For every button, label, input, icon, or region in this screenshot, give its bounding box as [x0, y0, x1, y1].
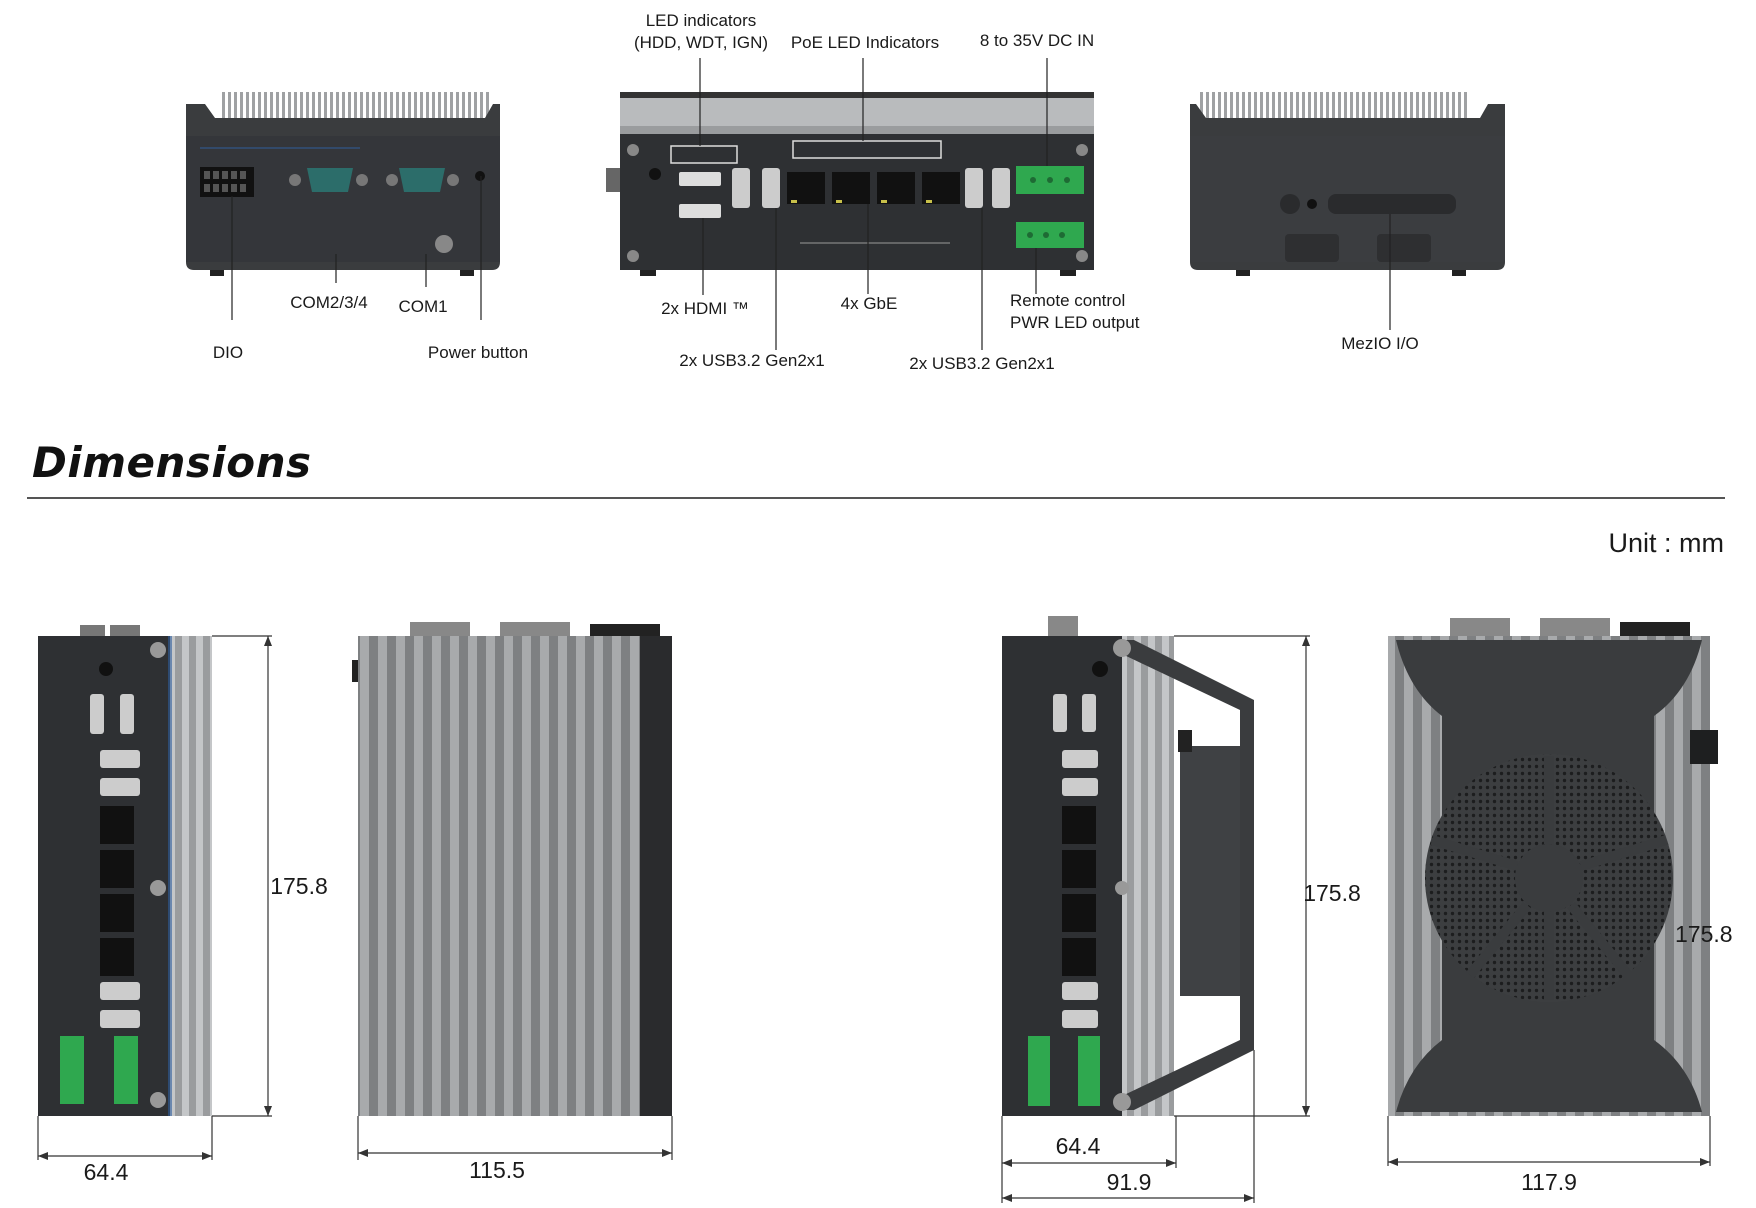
section-divider: [27, 497, 1725, 499]
gbe-port: [922, 172, 960, 204]
callout-lines: [231, 58, 1391, 350]
dimension-view-fan-side: [1388, 618, 1718, 1116]
usb-port: [965, 168, 983, 208]
dim-fan-side-width: 117.9: [1521, 1169, 1577, 1195]
dim-side-width: 115.5: [469, 1157, 525, 1183]
dim-fan-front-outer-width: 91.9: [1106, 1169, 1152, 1195]
dimension-arrows: [38, 636, 1710, 1202]
section-title: Dimensions: [32, 438, 312, 487]
dimension-view-front: [38, 625, 212, 1116]
usb-port: [732, 168, 750, 208]
callout-com234: COM2/3/4: [290, 293, 368, 312]
dimension-view-fan-front: [1002, 616, 1254, 1116]
mezio-connector: [1328, 194, 1456, 214]
dim-fan-front-inner-width: 64.4: [1055, 1133, 1101, 1159]
unit-label: Unit : mm: [1608, 528, 1724, 558]
callout-led-indicators-detail: (HDD, WDT, IGN): [633, 33, 769, 52]
usb-port: [762, 168, 780, 208]
remote-control-terminal: [1016, 222, 1084, 248]
device-mezio-view: [1190, 92, 1505, 276]
hdmi-port: [679, 204, 721, 218]
device-rear-view: [186, 92, 500, 276]
dim-fan-front-height: 175.8: [1303, 880, 1361, 906]
device-front-io-view: [606, 92, 1094, 276]
callout-poe-led: PoE LED Indicators: [790, 33, 940, 52]
dimension-lines: [37, 635, 1711, 1205]
callout-com1: COM1: [398, 297, 448, 316]
com1-port: [399, 168, 445, 192]
callout-usb-left: 2x USB3.2 Gen2x1: [679, 351, 825, 370]
callout-dio: DIO: [212, 343, 244, 362]
dim-front-height: 175.8: [270, 873, 328, 899]
dim-front-width: 64.4: [83, 1159, 129, 1185]
power-button: [475, 171, 485, 181]
usb-port: [992, 168, 1010, 208]
com234-port: [307, 168, 353, 192]
gbe-port: [832, 172, 870, 204]
dimension-view-side: [352, 622, 672, 1116]
callout-hdmi: 2x HDMI ™: [661, 299, 749, 318]
callout-power-button: Power button: [427, 343, 529, 362]
callout-gbe: 4x GbE: [840, 294, 898, 313]
dim-fan-side-height: 175.8: [1675, 921, 1733, 947]
hdmi-port: [679, 172, 721, 186]
callout-led-indicators: LED indicators: [645, 11, 757, 30]
gbe-port: [787, 172, 825, 204]
callout-pwr-led-output: PWR LED output: [1010, 313, 1140, 332]
callout-usb-right: 2x USB3.2 Gen2x1: [909, 354, 1055, 373]
callout-remote-control: Remote control: [1010, 291, 1126, 310]
callout-dc-in: 8 to 35V DC IN: [979, 31, 1095, 50]
callout-mezio: MezIO I/O: [1341, 334, 1419, 353]
gbe-port: [877, 172, 915, 204]
